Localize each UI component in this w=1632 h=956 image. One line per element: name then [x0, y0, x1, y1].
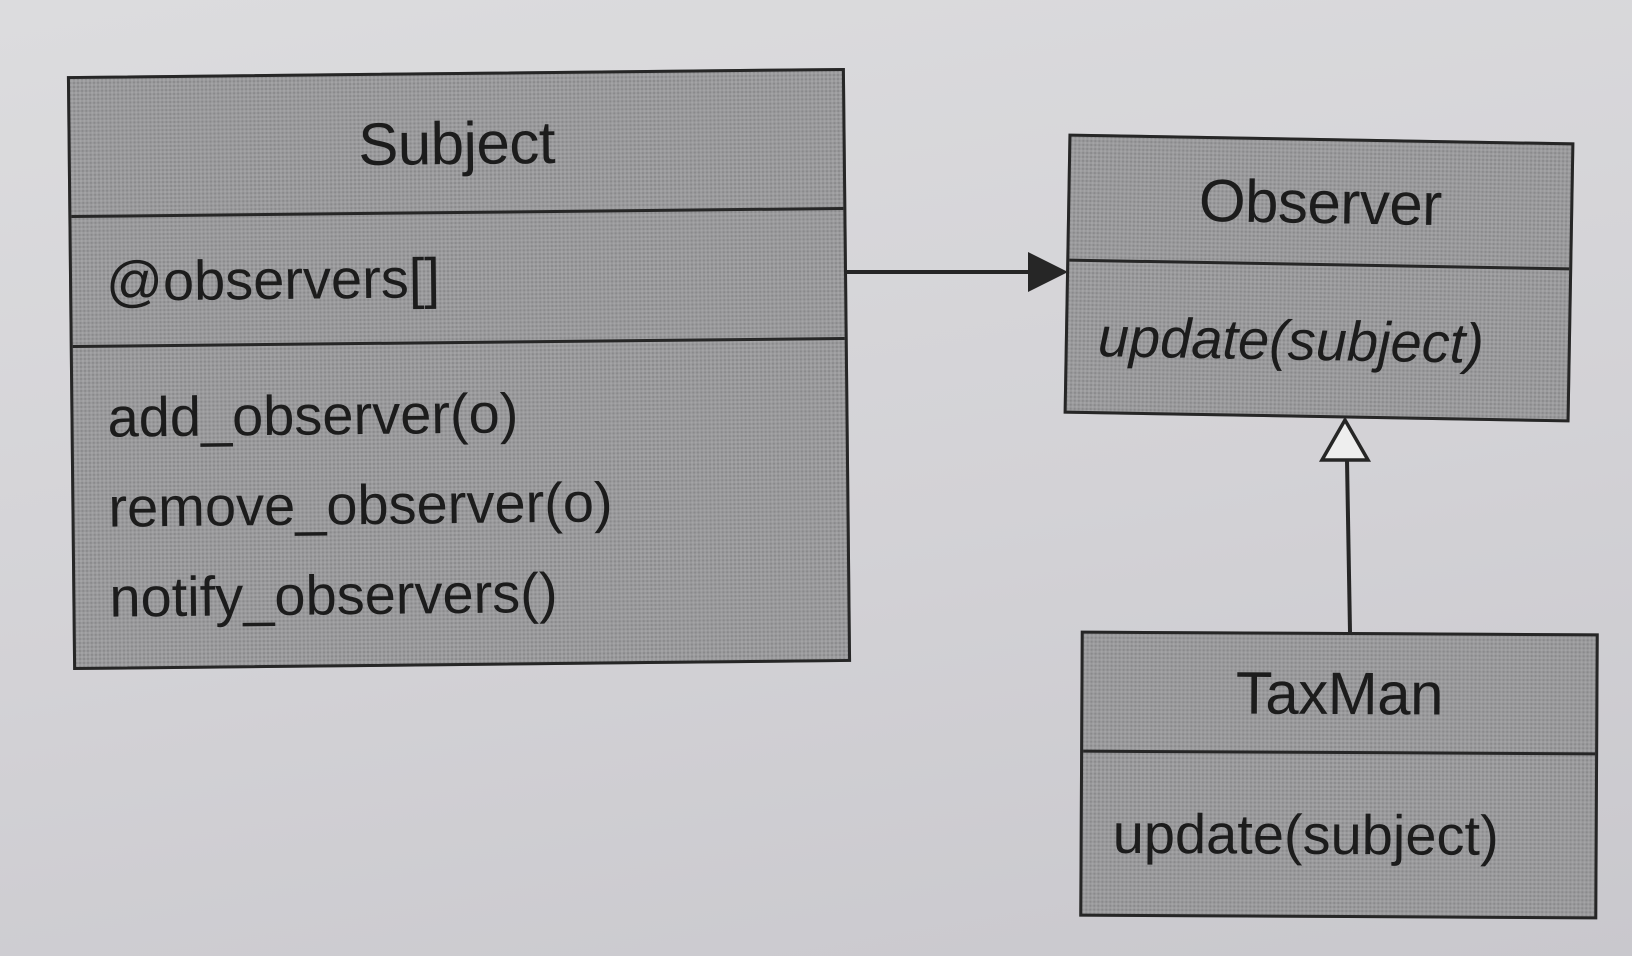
operation: remove_observer(o) — [108, 469, 613, 539]
subject-class: Subject @observers[] add_observer(o) rem… — [66, 67, 852, 671]
association-subject-observer — [846, 252, 1068, 292]
generalization-line — [1345, 459, 1352, 633]
abstract-operation: update(subject) — [1097, 304, 1485, 375]
class-name: Subject — [357, 108, 556, 178]
operation-compartment: update(subject) — [1082, 749, 1596, 917]
attribute-compartment: @observers[] — [71, 206, 845, 346]
generalization-arrowhead — [1318, 416, 1372, 462]
operation: notify_observers() — [109, 560, 558, 629]
operation-compartment: add_observer(o) remove_observer(o) notif… — [72, 336, 849, 668]
generalization-taxman-observer — [1318, 416, 1372, 633]
observer-class: Observer update(subject) — [1063, 133, 1575, 423]
operation-compartment: update(subject) — [1066, 258, 1570, 420]
operation: add_observer(o) — [107, 380, 519, 449]
operation: update(subject) — [1112, 801, 1499, 867]
class-name: TaxMan — [1235, 658, 1444, 728]
taxman-class: TaxMan update(subject) — [1079, 630, 1599, 920]
class-name: Observer — [1198, 166, 1443, 238]
association-arrowhead — [1028, 252, 1068, 292]
attribute: @observers[] — [105, 245, 441, 313]
